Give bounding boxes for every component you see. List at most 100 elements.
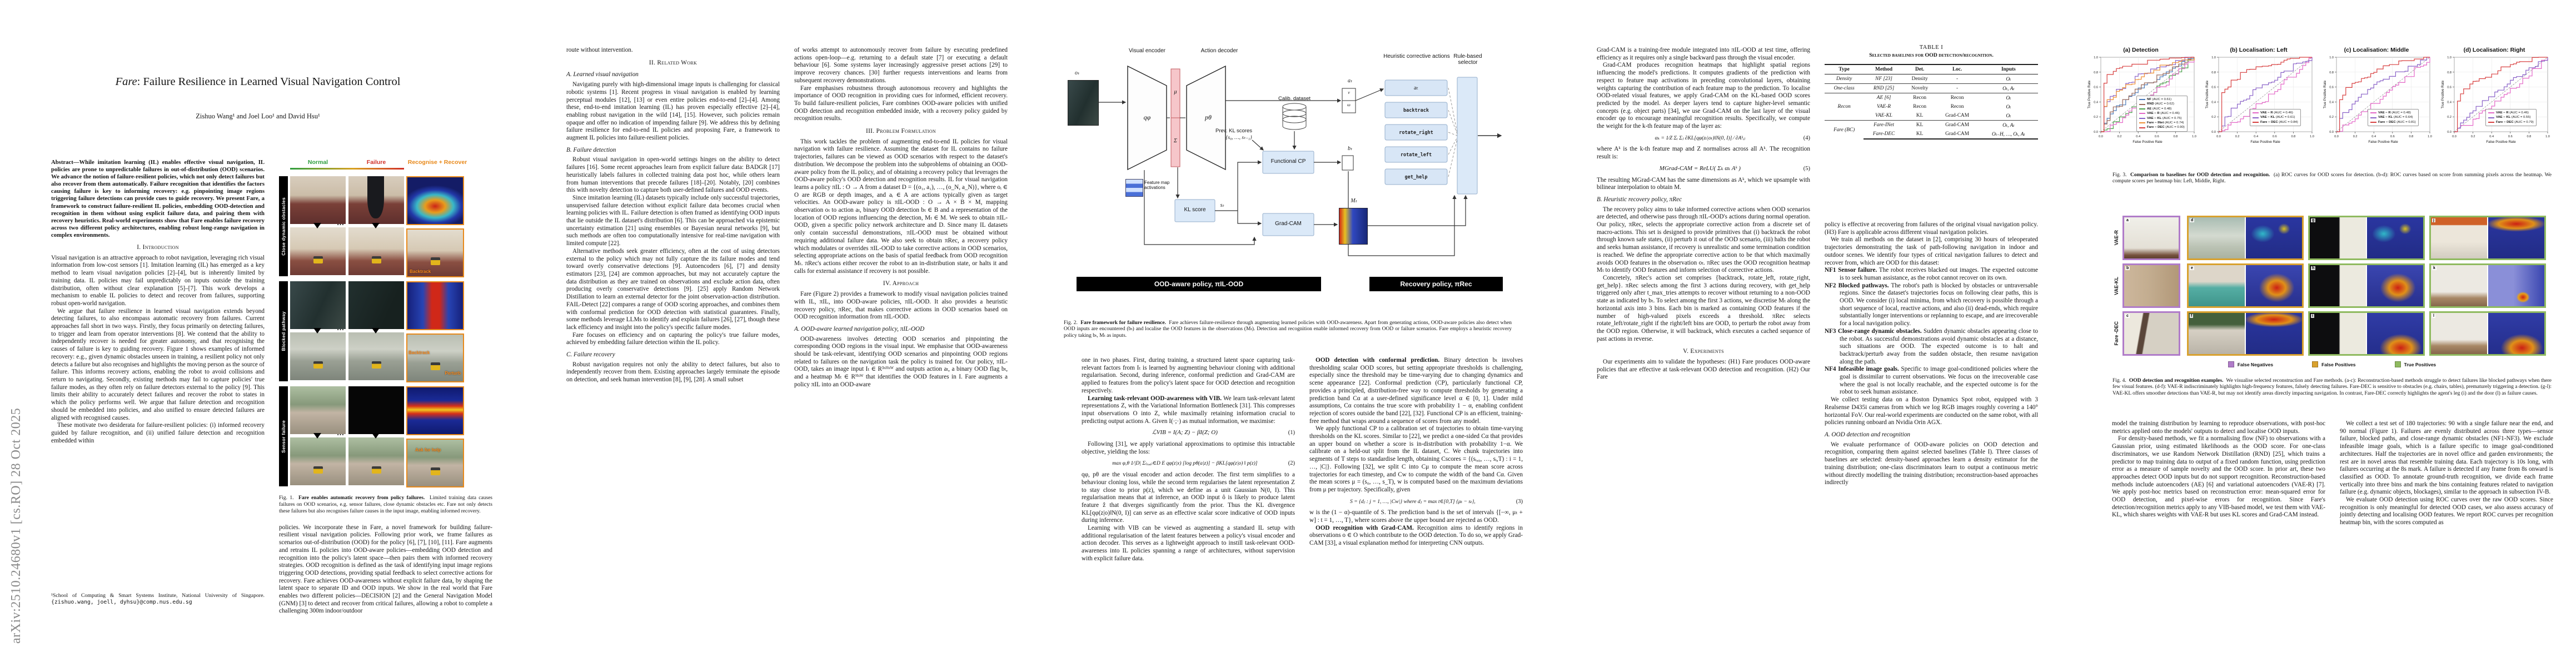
label-at: aₜ [1348,78,1352,84]
paragraph: We evaluate OOD detection using ROC curv… [2340,496,2553,526]
fig1-image [348,332,404,380]
fig4-cell-h: h [2308,263,2425,308]
svg-text:0.6: 0.6 [2094,86,2098,89]
page5-left-column: model the training distribution by learn… [2112,420,2325,519]
label-st: sₜ [1220,202,1224,208]
svg-text:0.6: 0.6 [2508,135,2513,138]
figure1-header: Normal Failure Recognise + Recover [279,159,492,173]
svg-text:0.4: 0.4 [2136,135,2140,138]
label-mu: μ [1174,89,1177,95]
svg-text:True Positive Rate: True Positive Rate [2323,80,2327,108]
fig1-row-blocked-pathway: Blocked pathway Backtrack Perturb … [279,281,492,384]
section-related-work: II. Related Work [649,59,697,66]
paragraph: Concretely, πRec's action set comprises … [1597,274,1810,342]
label-prev-kl-scores: Prev. KL scores [1215,128,1252,134]
svg-text:0.4: 0.4 [2094,101,2098,104]
banner-recovery-policy: Recovery policy, πRec [1369,277,1503,291]
fig1-heatmap [406,386,464,435]
paragraph: These motivate two desiderata for failur… [51,422,265,444]
page-3: Visual encoder Action decoder oₜ qφ μ Σ … [1030,0,1546,667]
paragraph: of works attempt to autonomously recover… [794,47,1008,84]
svg-text:1.0: 1.0 [2211,56,2216,59]
paragraph: qφ, pθ are the visual encoder and action… [1082,471,1295,524]
page3-left-column: one in two phases. First, during trainin… [1082,357,1295,563]
callout-wedge [313,328,321,337]
svg-text:0.0: 0.0 [2447,131,2452,134]
svg-text:0.2: 0.2 [2094,116,2098,119]
fig4-cell-e: e [2187,263,2304,308]
page3-right-column: OOD detection with conformal prediction.… [1309,357,1523,547]
paragraph: We evaluate performance of OOD-aware pol… [1825,441,2038,486]
legend-swatch [2312,361,2319,367]
paragraph: We train all methods on the dataset in [… [1825,236,2038,266]
arxiv-sidebar: arXiv:2510.24680v1 [cs.RO] 28 Oct 2025 [9,407,23,644]
svg-text:0.8: 0.8 [2094,71,2098,74]
legend-false-positives: False Positives [2312,361,2356,367]
bt-box [1342,155,1354,171]
fig1-image: Backtrack Perturb [406,334,464,382]
paragraph: w is the (1 − α)-quantile of S. The pred… [1309,509,1523,524]
svg-text:0.4: 0.4 [2254,135,2258,138]
paragraph-text: We learn task-relevant latent representa… [1082,395,1295,425]
failure-type-nf1: NF1 Sensor failure. The robot receives b… [1825,267,2038,281]
panel-title: Localisation: Right [2471,47,2525,53]
equation-5: MGrad-CAM = ReLU( Σₖ αₖ Aᵏ )(5) [1659,165,1810,172]
svg-text:0.8: 0.8 [2527,135,2532,138]
ellipsis: … [337,218,345,227]
paragraph: Our experiments aim to validate the hypo… [1597,359,1810,381]
svg-text:True Positive Rate: True Positive Rate [2205,80,2209,108]
section-approach: IV. Approach [883,280,919,287]
abstract: Abstract—While imitation learning (IL) e… [51,159,265,238]
col-header: Loc. [1935,64,1979,74]
caption-lead: Fig. 1. [279,495,294,501]
col-header: Method [1864,64,1904,74]
fig4-cell-f: f [2187,311,2304,356]
table-1: TABLE I Selected baselines for OOD detec… [1825,44,2038,140]
fig4-cell-c: c [2122,311,2180,356]
paragraph: Fare emphasises robustness through auton… [794,84,1008,122]
calib-dataset-icon [1282,103,1307,111]
svg-text:0.6: 0.6 [2447,86,2452,89]
equation-4: αₖ = 1⁄Z Σᵢ Σⱼ ∂KL[qφ(zₜ|oₜ)‖N(0, I)] ⁄ … [1655,135,1810,141]
svg-text:0.8: 0.8 [2291,135,2296,138]
caption-rest: (a) ROC curves for OOD scores for detect… [2112,172,2552,185]
caption-lead: Fig. 4. [2112,377,2126,384]
fig1-image: Backtrack [406,228,464,277]
label-v: v [1348,90,1350,95]
caption-rest: Fare achieves failure-resilience through… [1064,320,1512,339]
fig1-image [348,176,404,224]
footnote-email: {zishuo.wang, joell, dyhsu}@comp.nus.edu… [51,599,192,606]
paper-title-rest: : Failure Resilience in Learned Visual N… [137,76,401,88]
svg-text:0.4: 0.4 [2371,135,2376,138]
page4-left-column: Grad-CAM is a training-free module integ… [1597,47,1810,381]
label-sigma: Σ [1174,138,1177,144]
svg-text:0.6: 0.6 [2155,135,2159,138]
fig1-row-label-text: Close dynamic obstacles [281,197,286,256]
paragraph: policies. We incorporate these in Fare, … [279,524,492,615]
fig4-row-label: VAE-R [2114,230,2119,246]
paragraph-text: Binary detection bₜ involves thresholdin… [1309,357,1523,425]
fig1-image [348,281,404,329]
caption-bold: Fare enables automatic recovery from pol… [298,495,425,501]
paragraph: Grad-CAM is a training-free module integ… [1597,47,1810,61]
equation-2: max φ,θ 1⁄|D| Σ₍ₒ,ₐ₎∈D E qφ(z|x) [log pθ… [1112,460,1295,467]
svg-text:0.0: 0.0 [2094,131,2098,134]
macro-action-at [1384,79,1448,96]
fig4-cell-a: a [2122,216,2180,260]
banner-ood-aware-policy: OOD-aware policy, πIL-OOD [1077,277,1321,291]
fig4-cell-k: k [2429,263,2546,308]
callout-wedge [372,433,380,442]
paragraph: policy is effective at recovering from f… [1825,221,2038,236]
paragraph: Grad-CAM produces recognition heatmaps t… [1597,62,1810,130]
paragraph: OOD detection with conformal prediction.… [1309,357,1523,425]
footnote-affiliation: ¹School of Computing & Smart Systems Ins… [51,593,265,599]
